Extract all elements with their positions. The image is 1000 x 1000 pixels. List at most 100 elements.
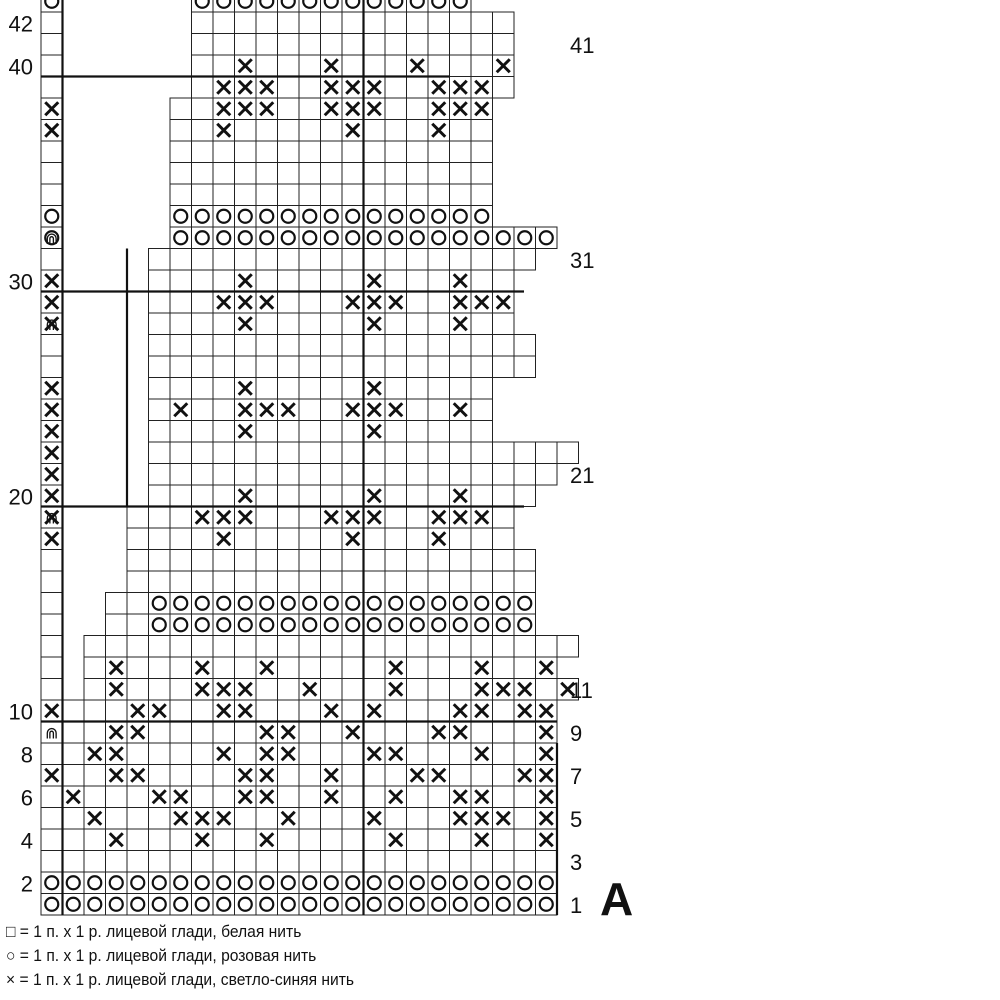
grid-cell <box>320 850 343 873</box>
grid-cell <box>320 441 343 464</box>
grid-cell <box>341 377 364 400</box>
grid-cell <box>234 11 257 34</box>
grid-cell <box>212 420 235 443</box>
grid-cell <box>363 549 386 572</box>
grid-cell <box>191 570 214 593</box>
pink-stitch-symbol <box>302 896 318 912</box>
grid-cell <box>234 549 257 572</box>
grid-cell <box>298 269 321 292</box>
grid-cell <box>427 656 450 679</box>
blue-stitch-symbol <box>259 294 275 310</box>
grid-cell <box>126 570 149 593</box>
pink-stitch-symbol <box>409 617 425 633</box>
grid-cell <box>169 291 192 314</box>
grid-cell <box>169 334 192 357</box>
grid-cell <box>406 248 429 271</box>
blue-stitch-symbol <box>216 101 232 117</box>
pink-stitch-symbol <box>280 875 296 891</box>
pink-stitch-symbol <box>237 595 253 611</box>
grid-cell <box>513 334 536 357</box>
pink-stitch-symbol <box>44 230 60 246</box>
pink-stitch-symbol <box>216 617 232 633</box>
grid-cell <box>470 549 493 572</box>
grid-cell <box>320 656 343 679</box>
pink-stitch-symbol <box>409 875 425 891</box>
grid-cell <box>169 119 192 142</box>
blue-stitch-symbol <box>44 531 60 547</box>
grid-cell <box>363 441 386 464</box>
blue-stitch-symbol <box>366 79 382 95</box>
grid-cell <box>298 484 321 507</box>
grid-cell <box>406 549 429 572</box>
pink-stitch-symbol <box>388 875 404 891</box>
grid-cell <box>427 54 450 77</box>
grid-cell <box>148 764 171 787</box>
grid-cell <box>341 11 364 34</box>
pink-stitch-symbol <box>237 230 253 246</box>
grid-cell <box>384 162 407 185</box>
grid-cell <box>470 420 493 443</box>
pink-stitch-symbol <box>173 208 189 224</box>
grid-cell <box>449 183 472 206</box>
pink-stitch-symbol <box>517 896 533 912</box>
grid-cell <box>169 183 192 206</box>
blue-stitch-symbol <box>474 832 490 848</box>
grid-cell <box>298 828 321 851</box>
grid-cell <box>320 162 343 185</box>
grid-cell <box>277 549 300 572</box>
grid-cell <box>298 506 321 529</box>
blue-stitch-symbol <box>474 509 490 525</box>
pink-stitch-symbol <box>44 0 60 9</box>
blue-stitch-symbol <box>44 294 60 310</box>
blue-stitch-symbol <box>366 488 382 504</box>
grid-cell <box>234 721 257 744</box>
blue-stitch-symbol <box>173 402 189 418</box>
grid-cell <box>191 785 214 808</box>
grid-cell <box>470 162 493 185</box>
grid-cell <box>169 162 192 185</box>
grid-cell <box>234 140 257 163</box>
row-number-left: 40 <box>9 55 33 80</box>
blue-stitch-symbol <box>151 789 167 805</box>
grid-cell <box>148 334 171 357</box>
blue-stitch-symbol <box>259 660 275 676</box>
grid-cell <box>449 11 472 34</box>
grid-cell <box>449 549 472 572</box>
grid-cell <box>277 656 300 679</box>
grid-cell <box>298 635 321 658</box>
blue-stitch-symbol <box>216 810 232 826</box>
blue-stitch-symbol <box>259 832 275 848</box>
blue-stitch-symbol <box>431 509 447 525</box>
grid-cell <box>320 334 343 357</box>
grid-cell <box>83 656 106 679</box>
pink-stitch-symbol <box>366 0 382 9</box>
grid-cell <box>40 11 63 34</box>
grid-cell <box>427 570 450 593</box>
grid-cell <box>255 269 278 292</box>
grid-cell <box>40 785 63 808</box>
blue-stitch-symbol <box>452 488 468 504</box>
pink-stitch-symbol <box>495 230 511 246</box>
grid-cell <box>148 570 171 593</box>
grid-cell <box>320 828 343 851</box>
pink-stitch-symbol <box>323 0 339 9</box>
pink-stitch-symbol <box>173 230 189 246</box>
blue-stitch-symbol <box>431 724 447 740</box>
blue-stitch-symbol <box>538 724 554 740</box>
blue-stitch-symbol <box>452 316 468 332</box>
grid-cell <box>406 183 429 206</box>
grid-cell <box>363 54 386 77</box>
grid-cell <box>277 850 300 873</box>
grid-cell <box>83 699 106 722</box>
grid-cell <box>513 635 536 658</box>
grid-cell <box>255 33 278 56</box>
blue-stitch-symbol <box>323 79 339 95</box>
grid-cell <box>320 807 343 830</box>
blue-stitch-symbol <box>302 681 318 697</box>
grid-cell <box>212 33 235 56</box>
grid-cell <box>427 140 450 163</box>
grid-cell <box>513 441 536 464</box>
grid-cell <box>363 162 386 185</box>
grid-cell <box>320 420 343 443</box>
grid-cell <box>492 785 515 808</box>
